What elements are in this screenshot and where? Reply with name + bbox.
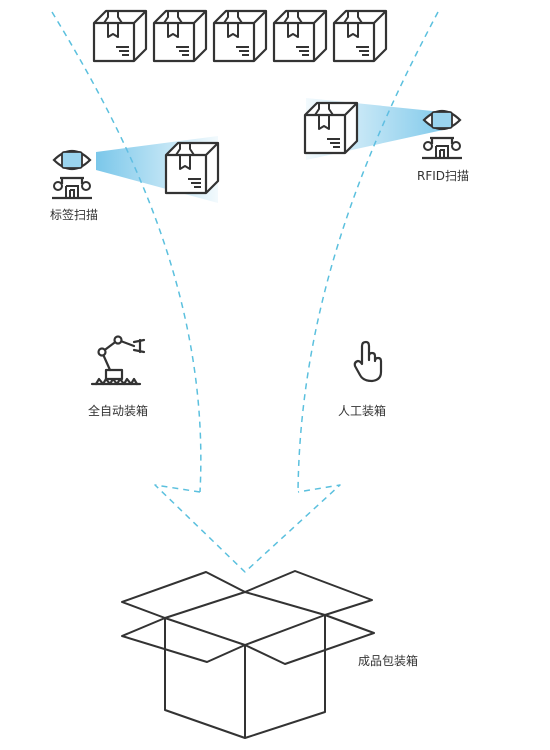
package-icon xyxy=(152,9,208,63)
package-icon xyxy=(92,9,148,63)
left-flow-line xyxy=(51,11,202,493)
auto-packing-text: 全自动装箱 xyxy=(88,404,149,418)
robot-arm-icon xyxy=(90,335,146,386)
package-icon xyxy=(303,101,359,155)
finished-packing-text: 成品包装箱 xyxy=(358,654,419,668)
rfid-scan-text: RFID扫描 xyxy=(417,169,470,183)
package-row xyxy=(92,9,388,63)
scanner-robot-icon xyxy=(420,109,464,160)
open-box-icon xyxy=(121,570,375,739)
right-flow-line xyxy=(297,11,439,493)
pointing-hand-icon xyxy=(353,340,383,383)
manual-packing-text: 人工装箱 xyxy=(338,404,387,418)
package-icon xyxy=(272,9,328,63)
merge-arrow-head xyxy=(154,484,341,573)
package-icon xyxy=(212,9,268,63)
scanner-robot-icon xyxy=(50,149,94,200)
label-scan-text: 标签扫描 xyxy=(50,208,99,222)
package-icon xyxy=(332,9,388,63)
package-icon xyxy=(164,141,220,195)
